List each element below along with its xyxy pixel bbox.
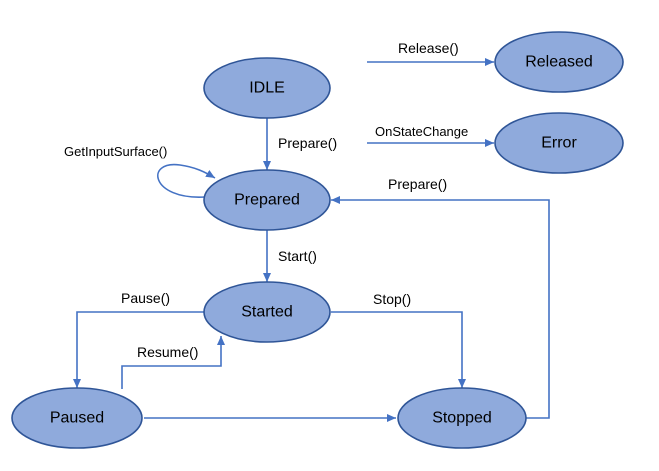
node-started: Started <box>203 281 331 343</box>
node-label-started: Started <box>241 304 293 321</box>
edges <box>73 58 550 422</box>
edge-label-release: Release() <box>398 40 459 56</box>
edge-label-resume: Resume() <box>137 344 198 360</box>
edge-label-on-state-change: OnStateChange <box>375 124 468 139</box>
edge-label-pause: Pause() <box>121 290 170 306</box>
edge-label-stop: Stop() <box>373 291 411 307</box>
edge-label-prepare-from-stopped: Prepare() <box>388 176 447 192</box>
nodes: IDLE Released Error Prepared Started Pau… <box>11 31 624 449</box>
node-idle: IDLE <box>203 57 331 119</box>
node-label-idle: IDLE <box>249 80 285 97</box>
edge-get-input-surface-loop <box>157 163 216 198</box>
edge-pause <box>73 311 205 388</box>
node-label-prepared: Prepared <box>234 192 300 209</box>
node-paused: Paused <box>11 387 143 449</box>
edge-resume <box>121 336 225 389</box>
node-label-error: Error <box>541 135 577 152</box>
edge-stop <box>331 311 466 388</box>
node-label-paused: Paused <box>50 410 104 427</box>
edge-label-get-input-surface: GetInputSurface() <box>64 144 167 159</box>
node-error: Error <box>494 112 624 174</box>
node-prepared: Prepared <box>203 169 331 231</box>
node-stopped: Stopped <box>397 387 527 449</box>
node-label-released: Released <box>525 54 593 71</box>
edge-labels: Release() OnStateChange Prepare() GetInp… <box>64 40 468 360</box>
node-label-stopped: Stopped <box>432 410 492 427</box>
node-released: Released <box>494 31 624 93</box>
edge-prepare-from-stopped <box>331 196 550 419</box>
edge-label-start: Start() <box>278 248 317 264</box>
edge-label-prepare: Prepare() <box>278 135 337 151</box>
